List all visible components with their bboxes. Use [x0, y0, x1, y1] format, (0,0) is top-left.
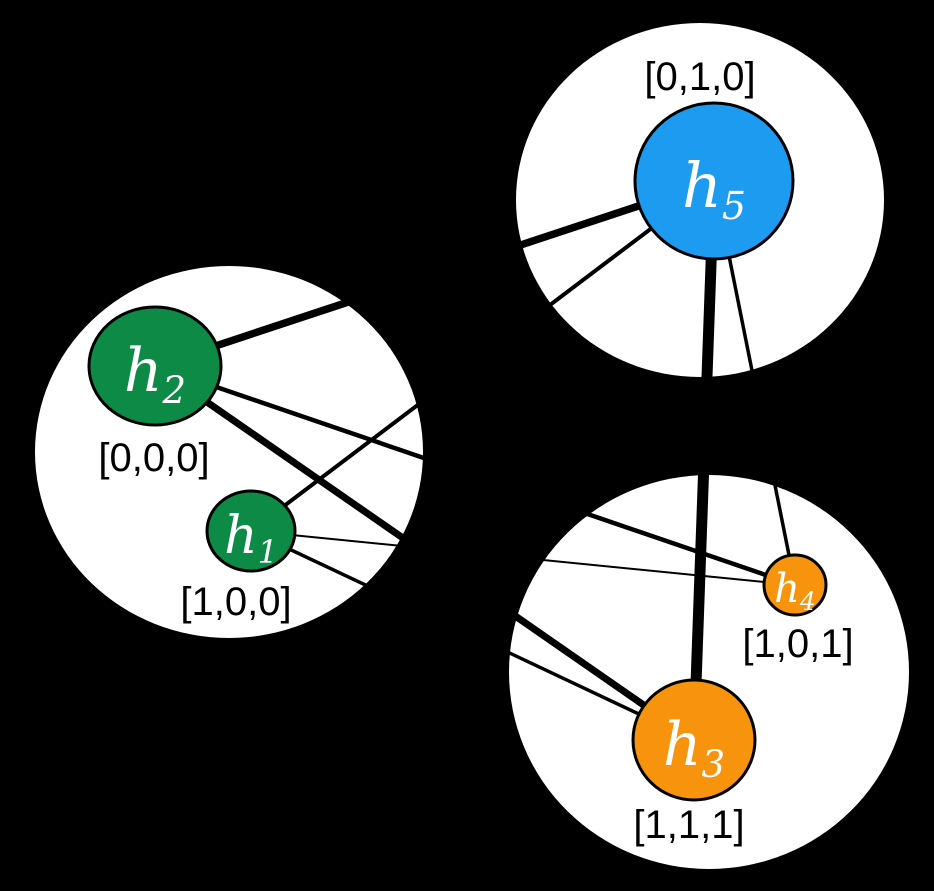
node-h4 — [762, 553, 828, 617]
edge-h5-h2 — [153, 177, 716, 370]
node-label-h2: h2 — [124, 336, 186, 412]
vector-label-h4: [1,0,1] — [742, 622, 853, 666]
node-label-letter: h — [663, 710, 702, 780]
node-h2 — [87, 305, 223, 427]
node-label-letter: h — [682, 149, 722, 222]
vector-label-h5: [0,1,0] — [644, 55, 755, 99]
node-h3 — [631, 678, 757, 802]
vector-label-h1: [1,0,0] — [180, 580, 291, 624]
edge-h5-h3 — [688, 180, 720, 741]
node-label-letter: h — [774, 566, 800, 612]
node-label-subscript: 3 — [702, 743, 726, 786]
node-label-subscript: 2 — [162, 369, 187, 412]
vector-label-h3: [1,1,1] — [633, 803, 744, 847]
edge-h5-h1 — [249, 179, 716, 533]
node-label-h1: h1 — [224, 506, 278, 571]
node-label-letter: h — [224, 506, 258, 566]
node-label-h5: h5 — [682, 149, 746, 228]
node-h5 — [633, 101, 795, 261]
vector-label-h2: [0,0,0] — [98, 436, 209, 480]
edge-h2-h4 — [154, 363, 796, 588]
edge-h2-h3 — [153, 363, 696, 743]
node-label-subscript: 4 — [799, 587, 816, 616]
node-label-subscript: 5 — [722, 184, 746, 228]
node-label-subscript: 1 — [258, 533, 278, 571]
node-label-letter: h — [124, 336, 163, 406]
node-label-h4: h4 — [774, 566, 816, 616]
node-label-h3: h3 — [663, 710, 725, 786]
edge-h1-h3 — [250, 529, 695, 742]
edge-h1-h4 — [250, 530, 796, 586]
node-h1 — [205, 489, 297, 573]
